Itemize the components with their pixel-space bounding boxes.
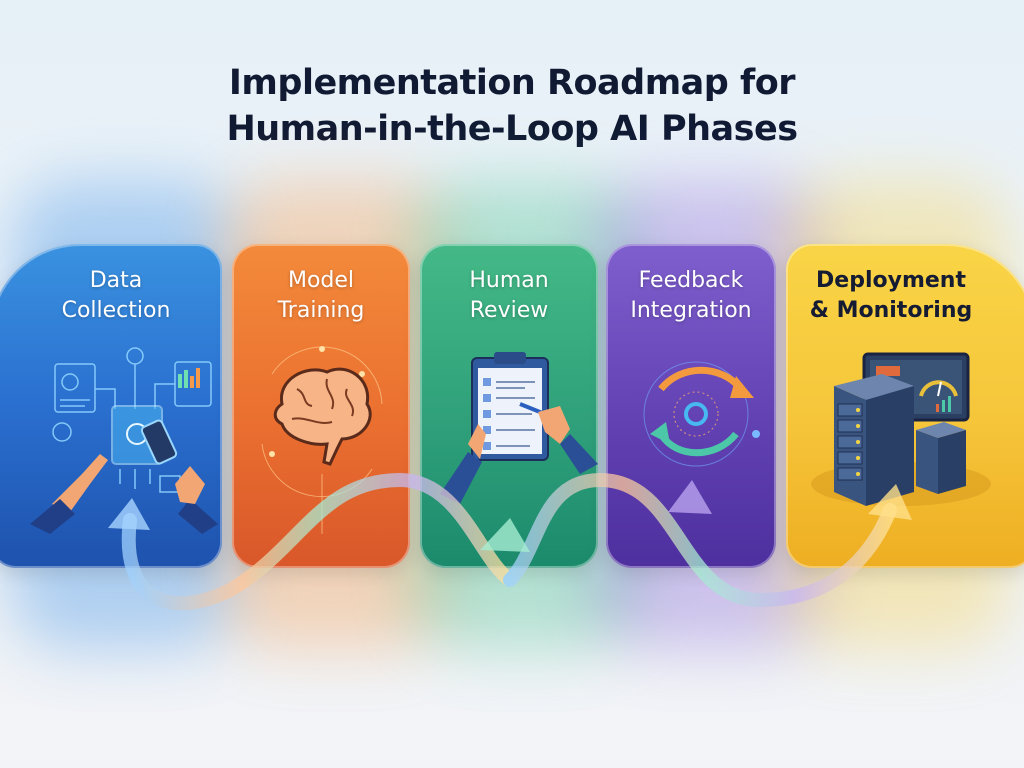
title-line-1: Implementation Roadmap for [228, 63, 796, 103]
phase-label: Data Collection [61, 268, 171, 323]
server-monitor-icon [811, 352, 991, 506]
phase-label: Deployment & Monitoring [809, 268, 973, 323]
feedback-cycle-icon [643, 361, 760, 467]
data-collection-icon [30, 347, 218, 534]
phase-card-human-review: Human Review [420, 244, 598, 568]
phase-card-model-training: Model Training [232, 244, 410, 568]
phase-card-data-collection: Data Collection [0, 244, 222, 568]
phase-label: Feedback Integration [630, 268, 752, 323]
phase-card-deployment-monitoring: Deployment & Monitoring [786, 244, 1024, 568]
brain-icon [261, 346, 383, 534]
phase-card-feedback-integration: Feedback Integration [606, 244, 776, 568]
title-line-2: Human-in-the-Loop AI Phases [226, 109, 798, 149]
phase-label: Model Training [277, 268, 365, 323]
clipboard-review-icon [440, 352, 598, 504]
page-title: Implementation Roadmap for Human-in-the-… [0, 60, 1024, 152]
phase-label: Human Review [469, 268, 549, 323]
